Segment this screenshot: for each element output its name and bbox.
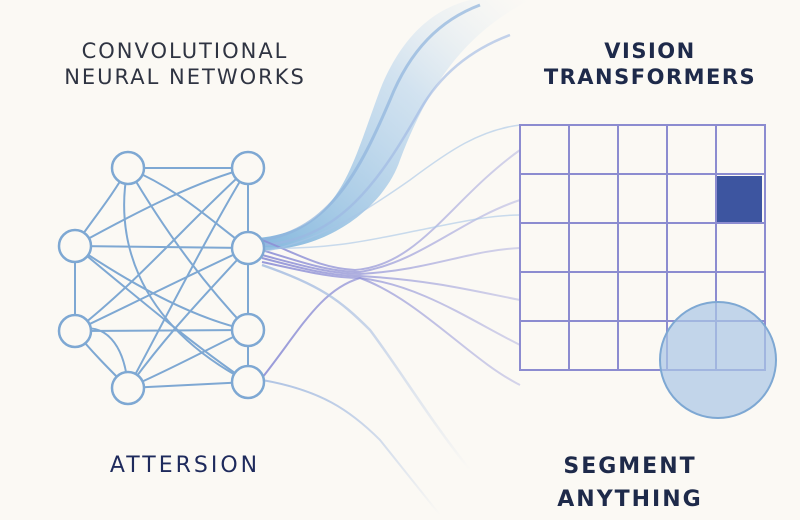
edge <box>127 247 249 389</box>
flow-line-7 <box>261 263 471 471</box>
flow-line-9 <box>261 214 521 250</box>
node <box>230 230 266 266</box>
edge <box>74 245 249 331</box>
node <box>57 313 93 349</box>
node <box>110 370 146 406</box>
flow-line-5 <box>261 261 521 346</box>
node <box>230 312 266 348</box>
node <box>57 228 93 264</box>
sam-title: SEGMENT ANYTHING <box>505 450 755 516</box>
sam-title-line1: SEGMENT <box>563 454 697 479</box>
edge <box>74 329 249 332</box>
vit-title: VISION TRANSFORMERS <box>520 38 780 91</box>
flow-ribbon-upper-2 <box>261 33 511 247</box>
flow-line-2 <box>261 199 521 274</box>
node <box>230 150 266 186</box>
edge <box>123 167 249 383</box>
attersion-title: ATTERSION <box>109 453 261 478</box>
flow-ribbon-wide <box>258 0 530 250</box>
node <box>110 150 146 186</box>
flow-line-6 <box>261 276 521 386</box>
edge <box>127 167 249 331</box>
cnn-title-line1: CONVOLUTIONAL <box>81 39 289 63</box>
flow-line-10 <box>261 124 521 253</box>
segmentation-mask-circle <box>659 301 777 419</box>
flow-ribbon-upper-1 <box>261 3 481 242</box>
cnn-title: CONVOLUTIONAL NEURAL NETWORKS <box>20 38 350 91</box>
edge <box>74 247 249 332</box>
edge <box>74 245 249 249</box>
network-edges <box>74 167 249 389</box>
grid-border <box>519 124 766 371</box>
edge <box>74 167 249 247</box>
node <box>230 364 266 400</box>
flow-line-1 <box>261 149 521 272</box>
patch-grid <box>519 124 766 371</box>
vit-title-line1: VISION <box>604 39 696 63</box>
flow-line-3 <box>261 247 521 276</box>
edge <box>74 245 249 383</box>
attention-flow-ribbons <box>258 0 530 516</box>
edge <box>127 381 249 389</box>
edge <box>74 167 249 332</box>
flow-line-8 <box>261 379 441 516</box>
vit-title-line2: TRANSFORMERS <box>543 65 757 90</box>
flow-line-4 <box>261 257 521 301</box>
network-nodes <box>57 150 266 406</box>
sam-title-line2: ANYTHING <box>557 487 703 512</box>
cnn-title-line2: NEURAL NETWORKS <box>64 65 306 90</box>
highlighted-patch <box>716 176 762 222</box>
edge <box>127 167 249 389</box>
